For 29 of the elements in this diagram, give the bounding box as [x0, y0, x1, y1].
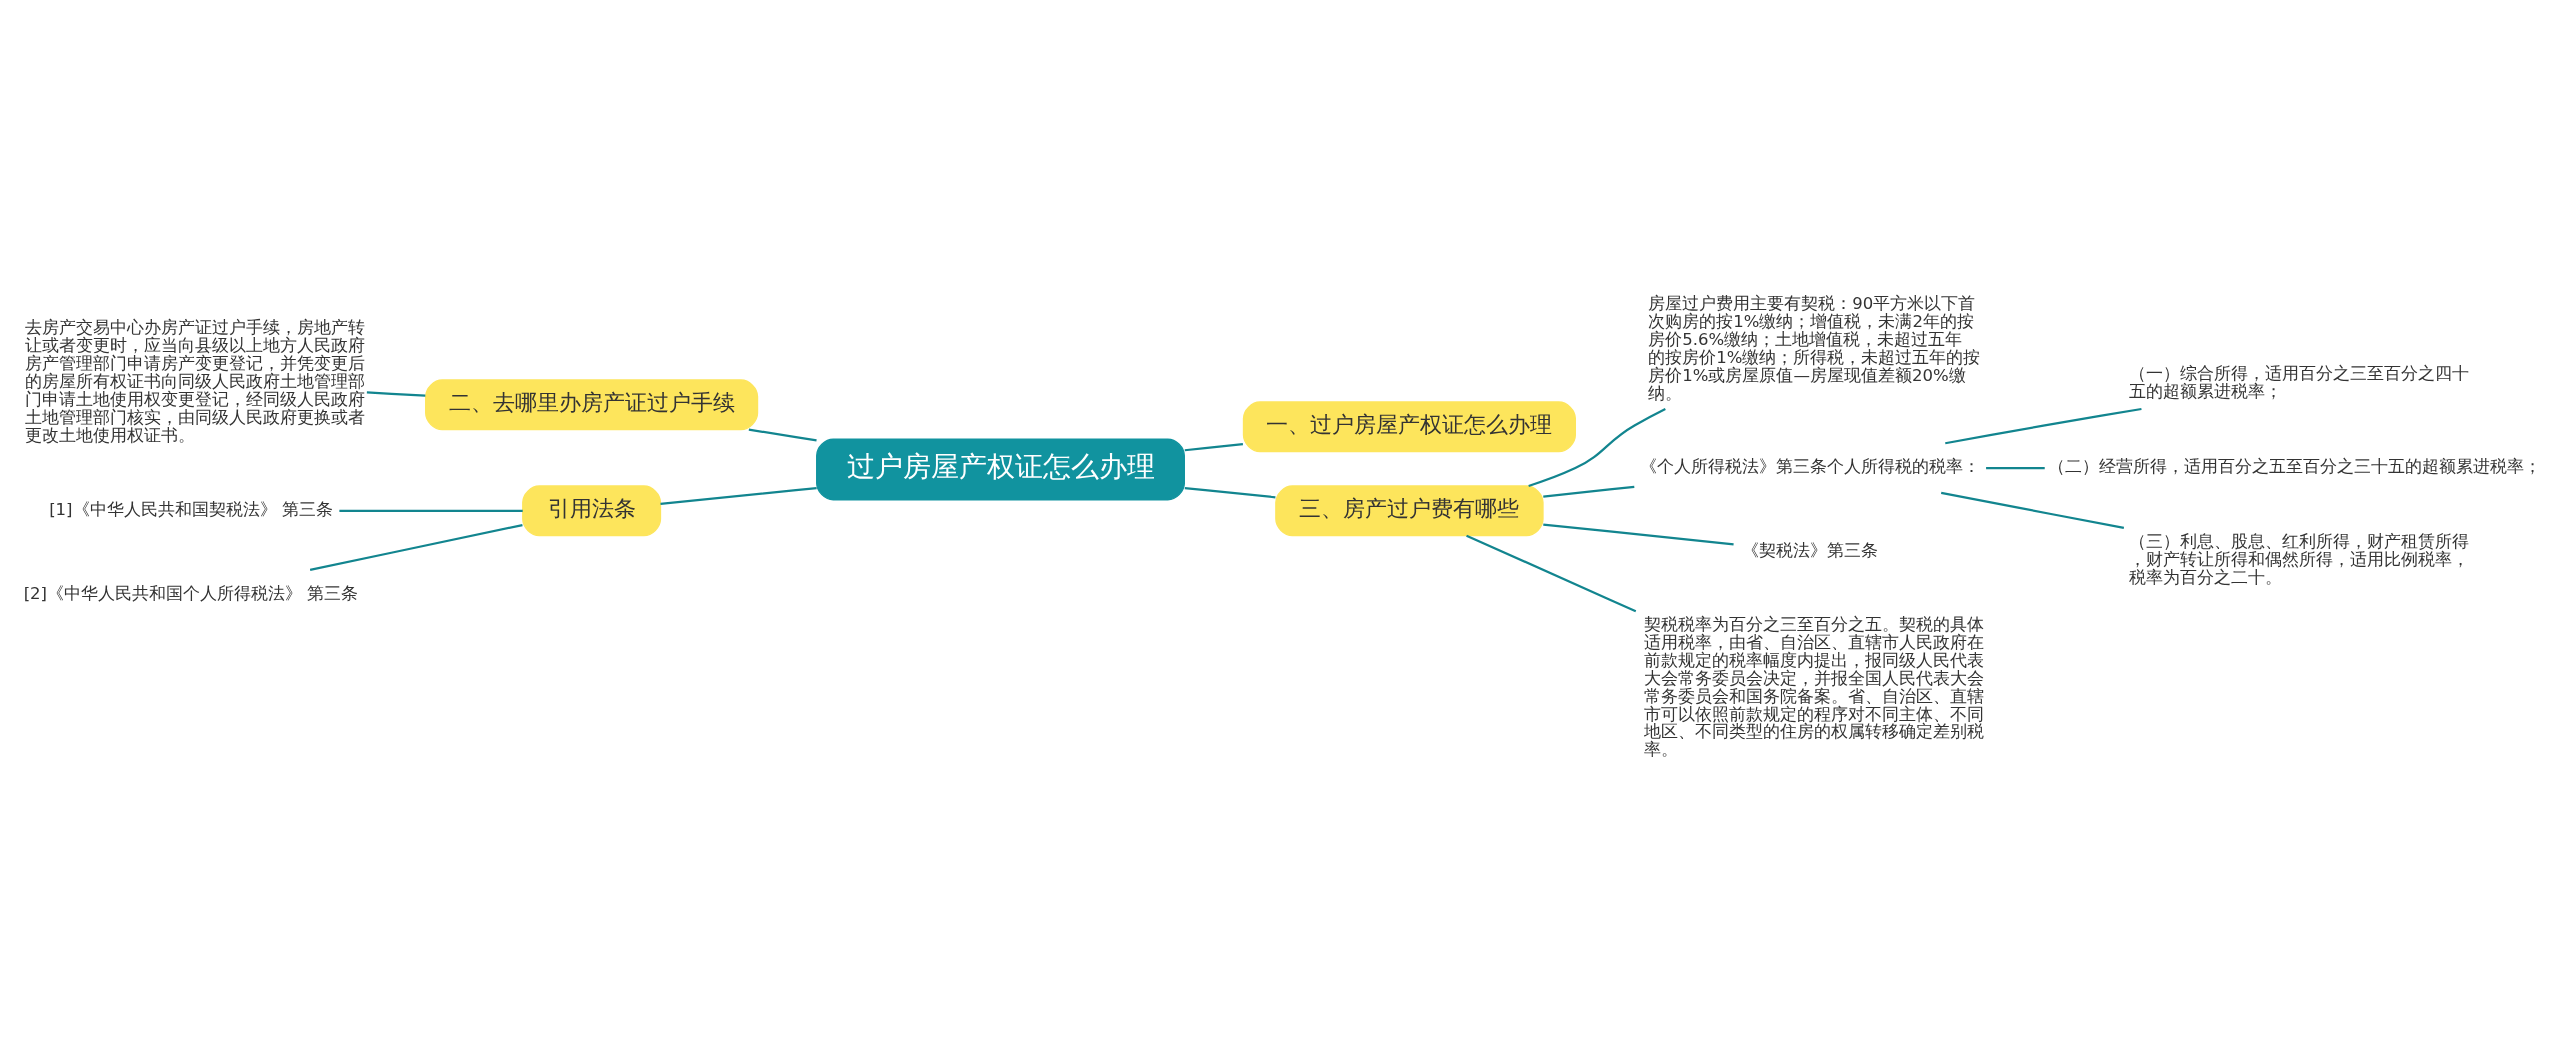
node-text: 房屋过户费用主要有契税：90平方米以下首次购房的按1%缴纳；增值税，未满2年的按房价5.6%缴纳；土地增值税，未超过五年的按房价1%缴纳；所得税，未超过五年的按房价1%或房屋原值—房屋现值差额20%缴纳。 [1648, 293, 1981, 403]
connector [1941, 491, 2125, 529]
connector [1466, 534, 1637, 612]
connector [748, 428, 817, 441]
connector [366, 390, 426, 397]
connector [1986, 466, 2045, 469]
node-box: 二、去哪里办房产证过户手续 [425, 378, 759, 430]
node-text: 《个人所得税法》第三条个人所得税的税率： [1640, 456, 1981, 476]
node-box: 引用法条 [522, 484, 662, 536]
node-box: 过户房屋产权证怎么办理 [816, 438, 1185, 500]
node-text: （三）利息、股息、红利所得，财产租赁所得，财产转让所得和偶然所得，适用比例税率，税率为百分之二十。 [2128, 531, 2469, 587]
connector [660, 486, 817, 505]
node-text: 去房产交易中心办房产证过户手续，房地产转让或者变更时，应当向县级以上地方人民政府房产管理部门申请房产变更登记，并凭变更后的房屋所有权证书向同级人民政府土地管理部门申请土地使用权变更登记，经同级人民政府土地管理部门核实，由同级人民政府更换或者更改土地使用权证书。 [25, 317, 366, 445]
connector [1528, 407, 1666, 487]
connector [339, 509, 523, 512]
node-text: [2]《中华人民共和国个人所得税法》 第三条 [23, 583, 359, 603]
connector [1184, 486, 1276, 498]
connector [1184, 442, 1244, 451]
node-text: [1]《中华人民共和国契税法》 第三条 [49, 499, 333, 519]
node-text: （二）经营所得，适用百分之五至百分之三十五的超额累进税率； [2048, 456, 2542, 476]
node-text: 契税税率为百分之三至百分之五。契税的具体适用税率，由省、自治区、直辖市人民政府在前款规定的税率幅度内提出，报同级人民代表大会常务委员会决定，并报全国人民代表大会常务委员会和国务院备案。省、自治区、直辖市可以依照前款规定的程序对不同主体、不同地区、不同类型的住房的权属转移确定差别税率。 [1644, 614, 1985, 759]
connector [1945, 407, 2142, 444]
node-text: （一）综合所得，适用百分之三至百分之四十五的超额累进税率； [2128, 363, 2469, 401]
node-box: 一、过户房屋产权证怎么办理 [1242, 400, 1576, 452]
node-text: 《契税法》第三条 [1742, 540, 1879, 560]
connector [1543, 522, 1734, 545]
connector [1543, 485, 1635, 498]
node-box: 三、房产过户费有哪些 [1275, 484, 1544, 536]
connector [309, 523, 523, 571]
